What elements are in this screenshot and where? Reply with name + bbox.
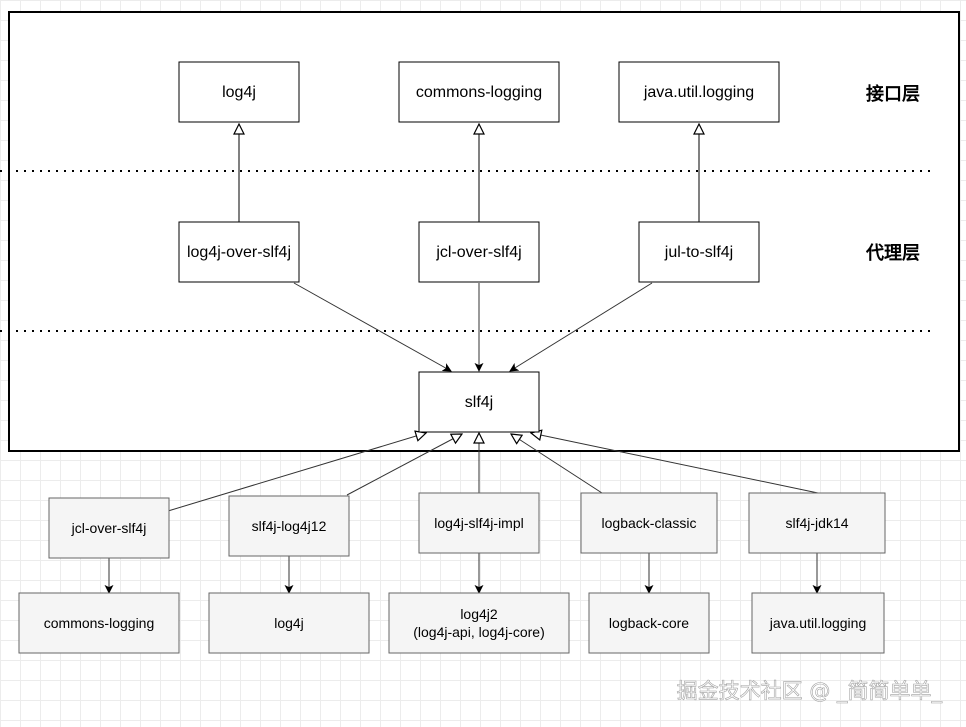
node-log4j2-label: log4j2 [460,606,498,622]
node-log4j2-sublabel: (log4j-api, log4j-core) [413,624,545,640]
edge-log4j-over-slf4j-to-slf4j [293,282,452,372]
node-java-util-logging-bottom-label: java.util.logging [769,615,867,631]
node-jcl-over-slf4j-label: jcl-over-slf4j [435,244,521,261]
node-commons-logging-bottom [18,592,180,654]
node-log4j-slf4j-impl-label: log4j-slf4j-impl [434,515,523,531]
node-slf4j-log4j12 [228,495,350,557]
node-jul-to-slf4j-label: jul-to-slf4j [664,244,733,261]
node-slf4j-label: slf4j [465,394,493,411]
node-jcl-over-slf4j-bottom-label: jcl-over-slf4j [71,520,147,536]
node-slf4j-jdk14 [748,492,886,554]
node-log4j-label: log4j [222,84,256,101]
node-logback-classic [580,492,718,554]
edge-jcl-over-slf4j-bottom-to-slf4j [167,433,426,512]
node-jcl-over-slf4j [418,221,540,283]
node-log4j-bottom [208,592,370,654]
binding-layer [48,492,886,559]
watermark: 掘金技术社区 @ _简简单单_ [677,679,943,704]
binding-labels: jcl-over-slf4j slf4j-log4j12 log4j-slf4j… [71,515,849,536]
node-log4j [178,61,300,123]
node-java-util-logging [618,61,780,123]
node-slf4j [418,371,540,433]
edge-slf4j-log4j12-to-slf4j [346,434,462,496]
node-commons-logging-bottom-label: commons-logging [44,615,155,631]
edge-slf4j-jdk14-to-slf4j [531,433,819,494]
node-jul-to-slf4j [638,221,760,283]
node-logback-core [588,592,710,654]
node-log4j-over-slf4j-label: log4j-over-slf4j [187,244,291,261]
node-log4j-slf4j-impl [418,492,540,554]
node-slf4j-log4j12-label: slf4j-log4j12 [252,518,327,534]
interface-layer: log4j commons-logging java.util.logging [178,61,780,123]
node-commons-logging-label: commons-logging [416,84,542,101]
node-jcl-over-slf4j-bottom [48,497,170,559]
edge-jul-to-slf4j-to-slf4j [509,282,653,372]
node-log4j-over-slf4j [178,221,300,283]
implementation-layer [18,592,885,654]
node-log4j2 [388,592,570,654]
node-logback-classic-label: logback-classic [602,515,697,531]
node-logback-core-label: logback-core [609,615,689,631]
proxy-layer-label: 代理层 [865,243,920,264]
node-log4j-bottom-label: log4j [274,615,304,631]
node-commons-logging [398,61,560,123]
implementation-labels: commons-logging log4j log4j2 (log4j-api,… [44,606,867,640]
node-slf4j-jdk14-label: slf4j-jdk14 [785,515,848,531]
proxy-layer: log4j-over-slf4j jcl-over-slf4j jul-to-s… [178,221,760,283]
node-java-util-logging-label: java.util.logging [643,84,754,101]
node-java-util-logging-bottom [751,592,885,654]
interface-layer-label: 接口层 [866,83,920,105]
edge-logback-classic-to-slf4j [511,434,603,494]
